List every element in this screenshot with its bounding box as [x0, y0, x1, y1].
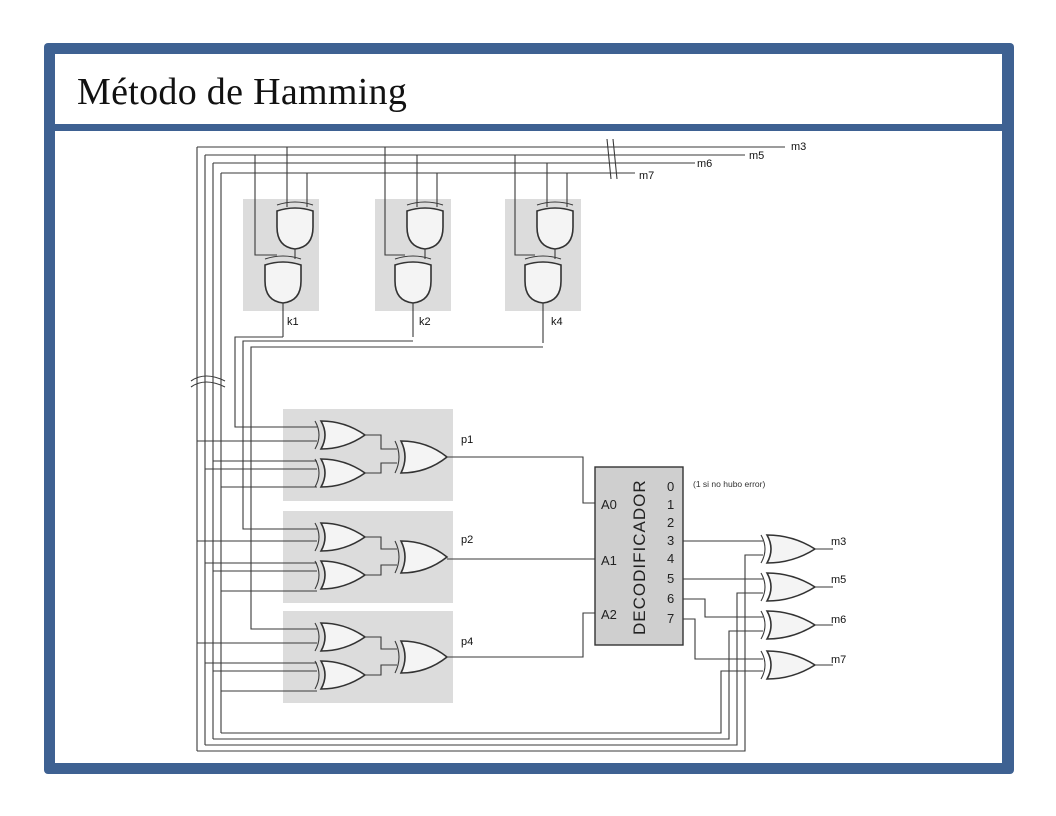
- input-bus: [190, 138, 785, 751]
- decoder-box: [594, 466, 684, 646]
- parity-block-p2: [197, 522, 595, 592]
- xor-gate-k4-top: [536, 163, 574, 250]
- parity-block-p4: [197, 612, 595, 692]
- output-xor-m5: [760, 572, 833, 602]
- label-k4: k4: [551, 316, 563, 328]
- input-label-m6: m6: [697, 158, 712, 170]
- output-xor-m7: [760, 650, 833, 680]
- decoder-output-7: 7: [667, 611, 674, 626]
- decoder: DECODIFICADOR A0 A1 A2 0 1 2 3 4 5 6 7: [594, 466, 684, 646]
- decoder-output-1: 1: [667, 497, 674, 512]
- hamming-circuit: k1 k2 k4 m3 m5 m6 m7: [190, 138, 846, 752]
- xor-gate-k2-bottom: [384, 147, 432, 337]
- output-xor-m3: [760, 534, 833, 564]
- label-p2: p2: [461, 534, 473, 546]
- input-label-m7: m7: [639, 170, 654, 182]
- xor-gate-k1-top: [276, 147, 314, 250]
- parity-block-p1: [197, 420, 595, 504]
- title-bar: Método de Hamming: [55, 54, 1002, 124]
- decoder-output-6: 6: [667, 591, 674, 606]
- decoder-note: (1 si no hubo error): [693, 479, 765, 489]
- decoder-label: DECODIFICADOR: [630, 479, 649, 635]
- input-label-m3: m3: [791, 141, 806, 153]
- output-label-m6: m6: [831, 614, 846, 626]
- output-xor-m6: [760, 610, 833, 640]
- xor-gate-k1-bottom: [254, 155, 302, 337]
- label-k1: k1: [287, 316, 299, 328]
- input-label-m5: m5: [749, 150, 764, 162]
- decoder-output-3: 3: [667, 533, 674, 548]
- label-k2: k2: [419, 316, 431, 328]
- output-label-m3: m3: [831, 536, 846, 548]
- decoder-input-a2: A2: [601, 607, 617, 622]
- label-p4: p4: [461, 636, 473, 648]
- circuit-diagram-panel: k1 k2 k4 m3 m5 m6 m7: [55, 131, 1002, 763]
- page-title: Método de Hamming: [77, 71, 408, 113]
- xor-gate-k2-top: [406, 155, 444, 250]
- decoder-input-a1: A1: [601, 553, 617, 568]
- output-label-m5: m5: [831, 574, 846, 586]
- xor-gate-k4-bottom: [514, 155, 562, 343]
- decoder-output-0: 0: [667, 479, 674, 494]
- label-p1: p1: [461, 434, 473, 446]
- output-label-m7: m7: [831, 654, 846, 666]
- decoder-output-2: 2: [667, 515, 674, 530]
- decoder-input-a0: A0: [601, 497, 617, 512]
- decoder-output-4: 4: [667, 551, 674, 566]
- decoder-output-5: 5: [667, 571, 674, 586]
